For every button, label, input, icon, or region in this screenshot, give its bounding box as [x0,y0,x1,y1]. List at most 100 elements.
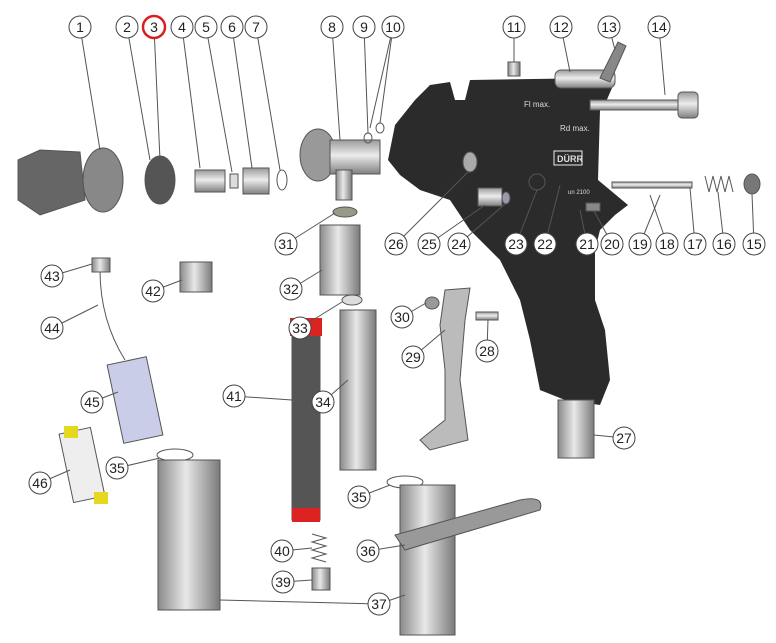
callout-circle [68,15,92,39]
callout-33: 33 [288,316,312,340]
adapter-32 [319,224,361,296]
o-ring-10 [375,122,385,134]
callout-circle [141,14,167,40]
callout-1: 1 [68,15,92,39]
callout-circle [279,277,303,301]
nozzle-nut [242,167,270,195]
leader-line-extra [219,599,380,605]
callout-26: 26 [384,232,408,256]
callout-44: 44 [40,316,64,340]
leader-line-26 [395,171,469,245]
callout-circle [502,15,526,39]
callout-37: 37 [367,592,391,616]
cap-15 [743,173,761,195]
callout-number: 2 [123,19,131,35]
callout-number: 3 [150,19,158,35]
callout-15: 15 [742,232,766,256]
callout-2: 2 [115,15,139,39]
callout-circle [222,384,246,408]
callout-number: 32 [283,281,299,297]
callout-10: 10 [381,15,405,39]
callout-number: 8 [328,19,336,35]
leader-line-3 [153,26,161,161]
valve-11 [507,61,521,77]
callout-21: 21 [575,232,599,256]
connector-left [157,459,221,611]
callout-circle [270,539,294,563]
callout-circle [647,15,671,39]
callout-number: 41 [226,388,242,404]
callout-number: 9 [360,19,368,35]
callout-circle [80,390,104,414]
trigger [419,287,471,451]
fitting-42 [179,261,213,293]
connector-right [399,484,456,636]
filter-46-cap-bottom [94,492,108,504]
callout-28: 28 [475,339,499,363]
callout-19: 19 [628,232,652,256]
seal-26 [462,151,478,173]
nut-30 [424,296,440,310]
gun-brand-label: DÜRR [557,154,583,164]
callout-9: 9 [352,15,376,39]
callout-circle [347,485,371,509]
gun-brand-plate [553,150,583,166]
gun-fluid-label: Fl max. [524,100,550,109]
callout-circle [600,232,624,256]
callout-36: 36 [356,539,380,563]
adjuster-12 [554,69,616,89]
callout-number: 39 [275,574,291,590]
callout-circle [105,456,129,480]
callout-number: 36 [360,543,376,559]
seal-33 [341,294,363,306]
callout-circle [320,15,344,39]
callout-46: 46 [28,471,52,495]
callout-number: 43 [44,268,60,284]
callout-42: 42 [141,279,165,303]
callout-number: 30 [394,309,410,325]
callout-11: 11 [502,15,526,39]
callout-circle [533,232,557,256]
callout-circle [401,345,425,369]
pin-28 [475,311,499,321]
callout-circle [311,390,335,414]
callout-number: 18 [659,236,675,252]
o-ring-35a [156,448,194,462]
callout-circle [170,15,194,39]
plug-39 [311,567,331,591]
callout-circle [40,316,64,340]
screw-20 [585,202,601,212]
callout-17: 17 [683,232,707,256]
filter-bottom-cap [292,508,320,522]
filter-housing-34 [339,309,377,471]
spring-40 [310,533,328,563]
hose-44 [99,269,126,361]
callout-number: 6 [228,19,236,35]
callout-circle [475,339,499,363]
callout-circle [356,539,380,563]
callout-41: 41 [222,384,246,408]
callout-number: 27 [616,430,632,446]
leader-line-9 [363,26,369,134]
callout-23: 23 [504,232,528,256]
callout-number: 28 [479,343,495,359]
needle [611,181,693,189]
callout-number: 21 [579,236,595,252]
callout-number: 14 [651,19,667,35]
callout-5: 5 [194,15,218,39]
callout-31: 31 [274,232,298,256]
callout-circle [612,426,636,450]
leader-line-8 [331,26,341,141]
callout-30: 30 [390,305,414,329]
gun-round-label: Rd max. [560,124,590,133]
hose-sleeve-45 [106,356,164,444]
callout-24: 24 [447,232,471,256]
filter-46-cap-top [64,426,78,438]
callout-25: 25 [417,232,441,256]
callout-number: 4 [178,19,186,35]
nozzle-insert [194,169,226,193]
callout-number: 35 [351,489,367,505]
spring-16 [704,175,734,193]
